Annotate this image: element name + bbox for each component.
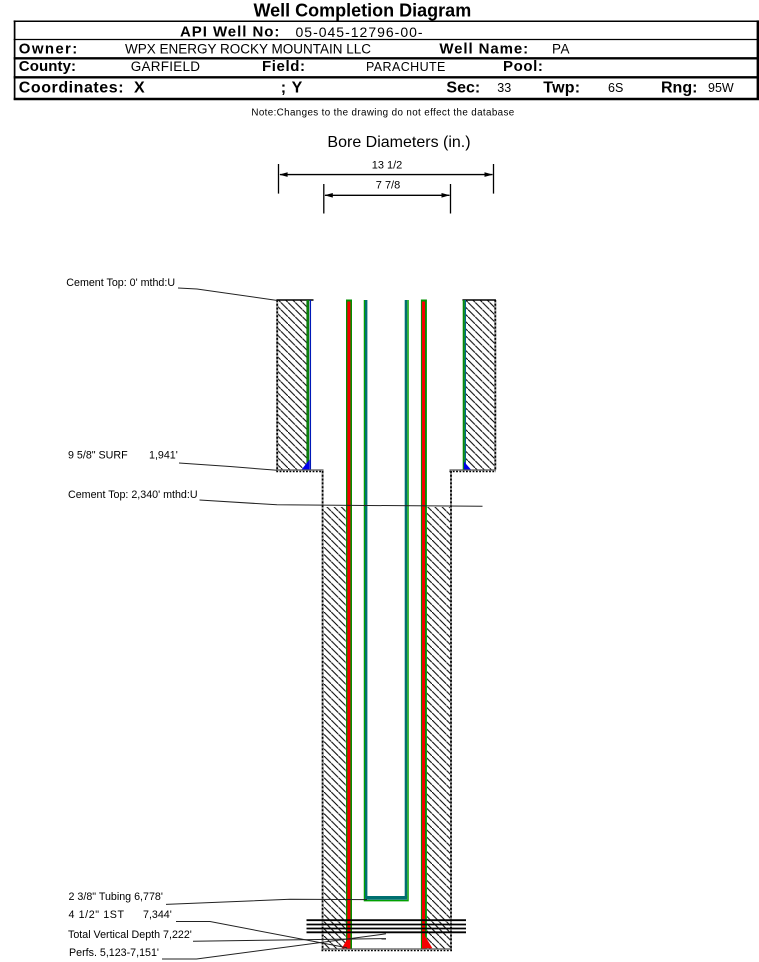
svg-text:; Y: ; Y: [281, 79, 303, 96]
svg-text:Well Name:: Well Name:: [439, 41, 529, 58]
svg-text:7 7/8: 7 7/8: [376, 180, 400, 192]
svg-text:Perfs. 5,123-7,151': Perfs. 5,123-7,151': [69, 947, 159, 959]
svg-text:Rng:: Rng:: [661, 79, 697, 96]
svg-text:Cement Top: 2,340' mthd:U: Cement Top: 2,340' mthd:U: [68, 489, 198, 501]
svg-text:Total Vertical Depth 7,222': Total Vertical Depth 7,222': [68, 929, 192, 941]
svg-text:GARFIELD: GARFIELD: [131, 59, 201, 74]
svg-text:Cement Top: 0' mthd:U: Cement Top: 0' mthd:U: [66, 277, 175, 289]
svg-text:County:: County:: [19, 58, 76, 75]
svg-text:Owner:: Owner:: [19, 41, 79, 58]
svg-text:1,941': 1,941': [149, 450, 178, 462]
svg-text:Sec:: Sec:: [446, 79, 480, 96]
svg-text:9 5/8" SURF: 9 5/8" SURF: [68, 450, 128, 462]
svg-text:Field:: Field:: [262, 58, 306, 75]
svg-text:33: 33: [497, 81, 511, 95]
svg-text:4 1/2" 1ST: 4 1/2" 1ST: [69, 909, 125, 921]
svg-text:PA: PA: [552, 42, 570, 57]
svg-text:WPX ENERGY ROCKY MOUNTAIN LLC: WPX ENERGY ROCKY MOUNTAIN LLC: [125, 42, 371, 57]
svg-text:Note:Changes to the drawing do: Note:Changes to the drawing do not effec…: [251, 108, 514, 119]
svg-text:05-045-12796-00-: 05-045-12796-00-: [296, 24, 424, 40]
svg-text:API Well No:: API Well No:: [180, 24, 280, 41]
svg-text:7,344': 7,344': [143, 909, 172, 921]
svg-text:6S: 6S: [608, 81, 623, 95]
svg-text:13 1/2: 13 1/2: [372, 160, 403, 172]
svg-text:95W: 95W: [708, 81, 734, 95]
svg-text:PARACHUTE: PARACHUTE: [366, 60, 446, 74]
svg-text:Coordinates: X: Coordinates: X: [19, 79, 145, 96]
svg-text:Bore Diameters (in.): Bore Diameters (in.): [327, 134, 470, 151]
svg-text:Pool:: Pool:: [503, 58, 544, 75]
svg-text:Well Completion Diagram: Well Completion Diagram: [254, 1, 472, 21]
svg-text:2 3/8" Tubing 6,778': 2 3/8" Tubing 6,778': [69, 891, 163, 903]
svg-text:Twp:: Twp:: [543, 79, 580, 96]
